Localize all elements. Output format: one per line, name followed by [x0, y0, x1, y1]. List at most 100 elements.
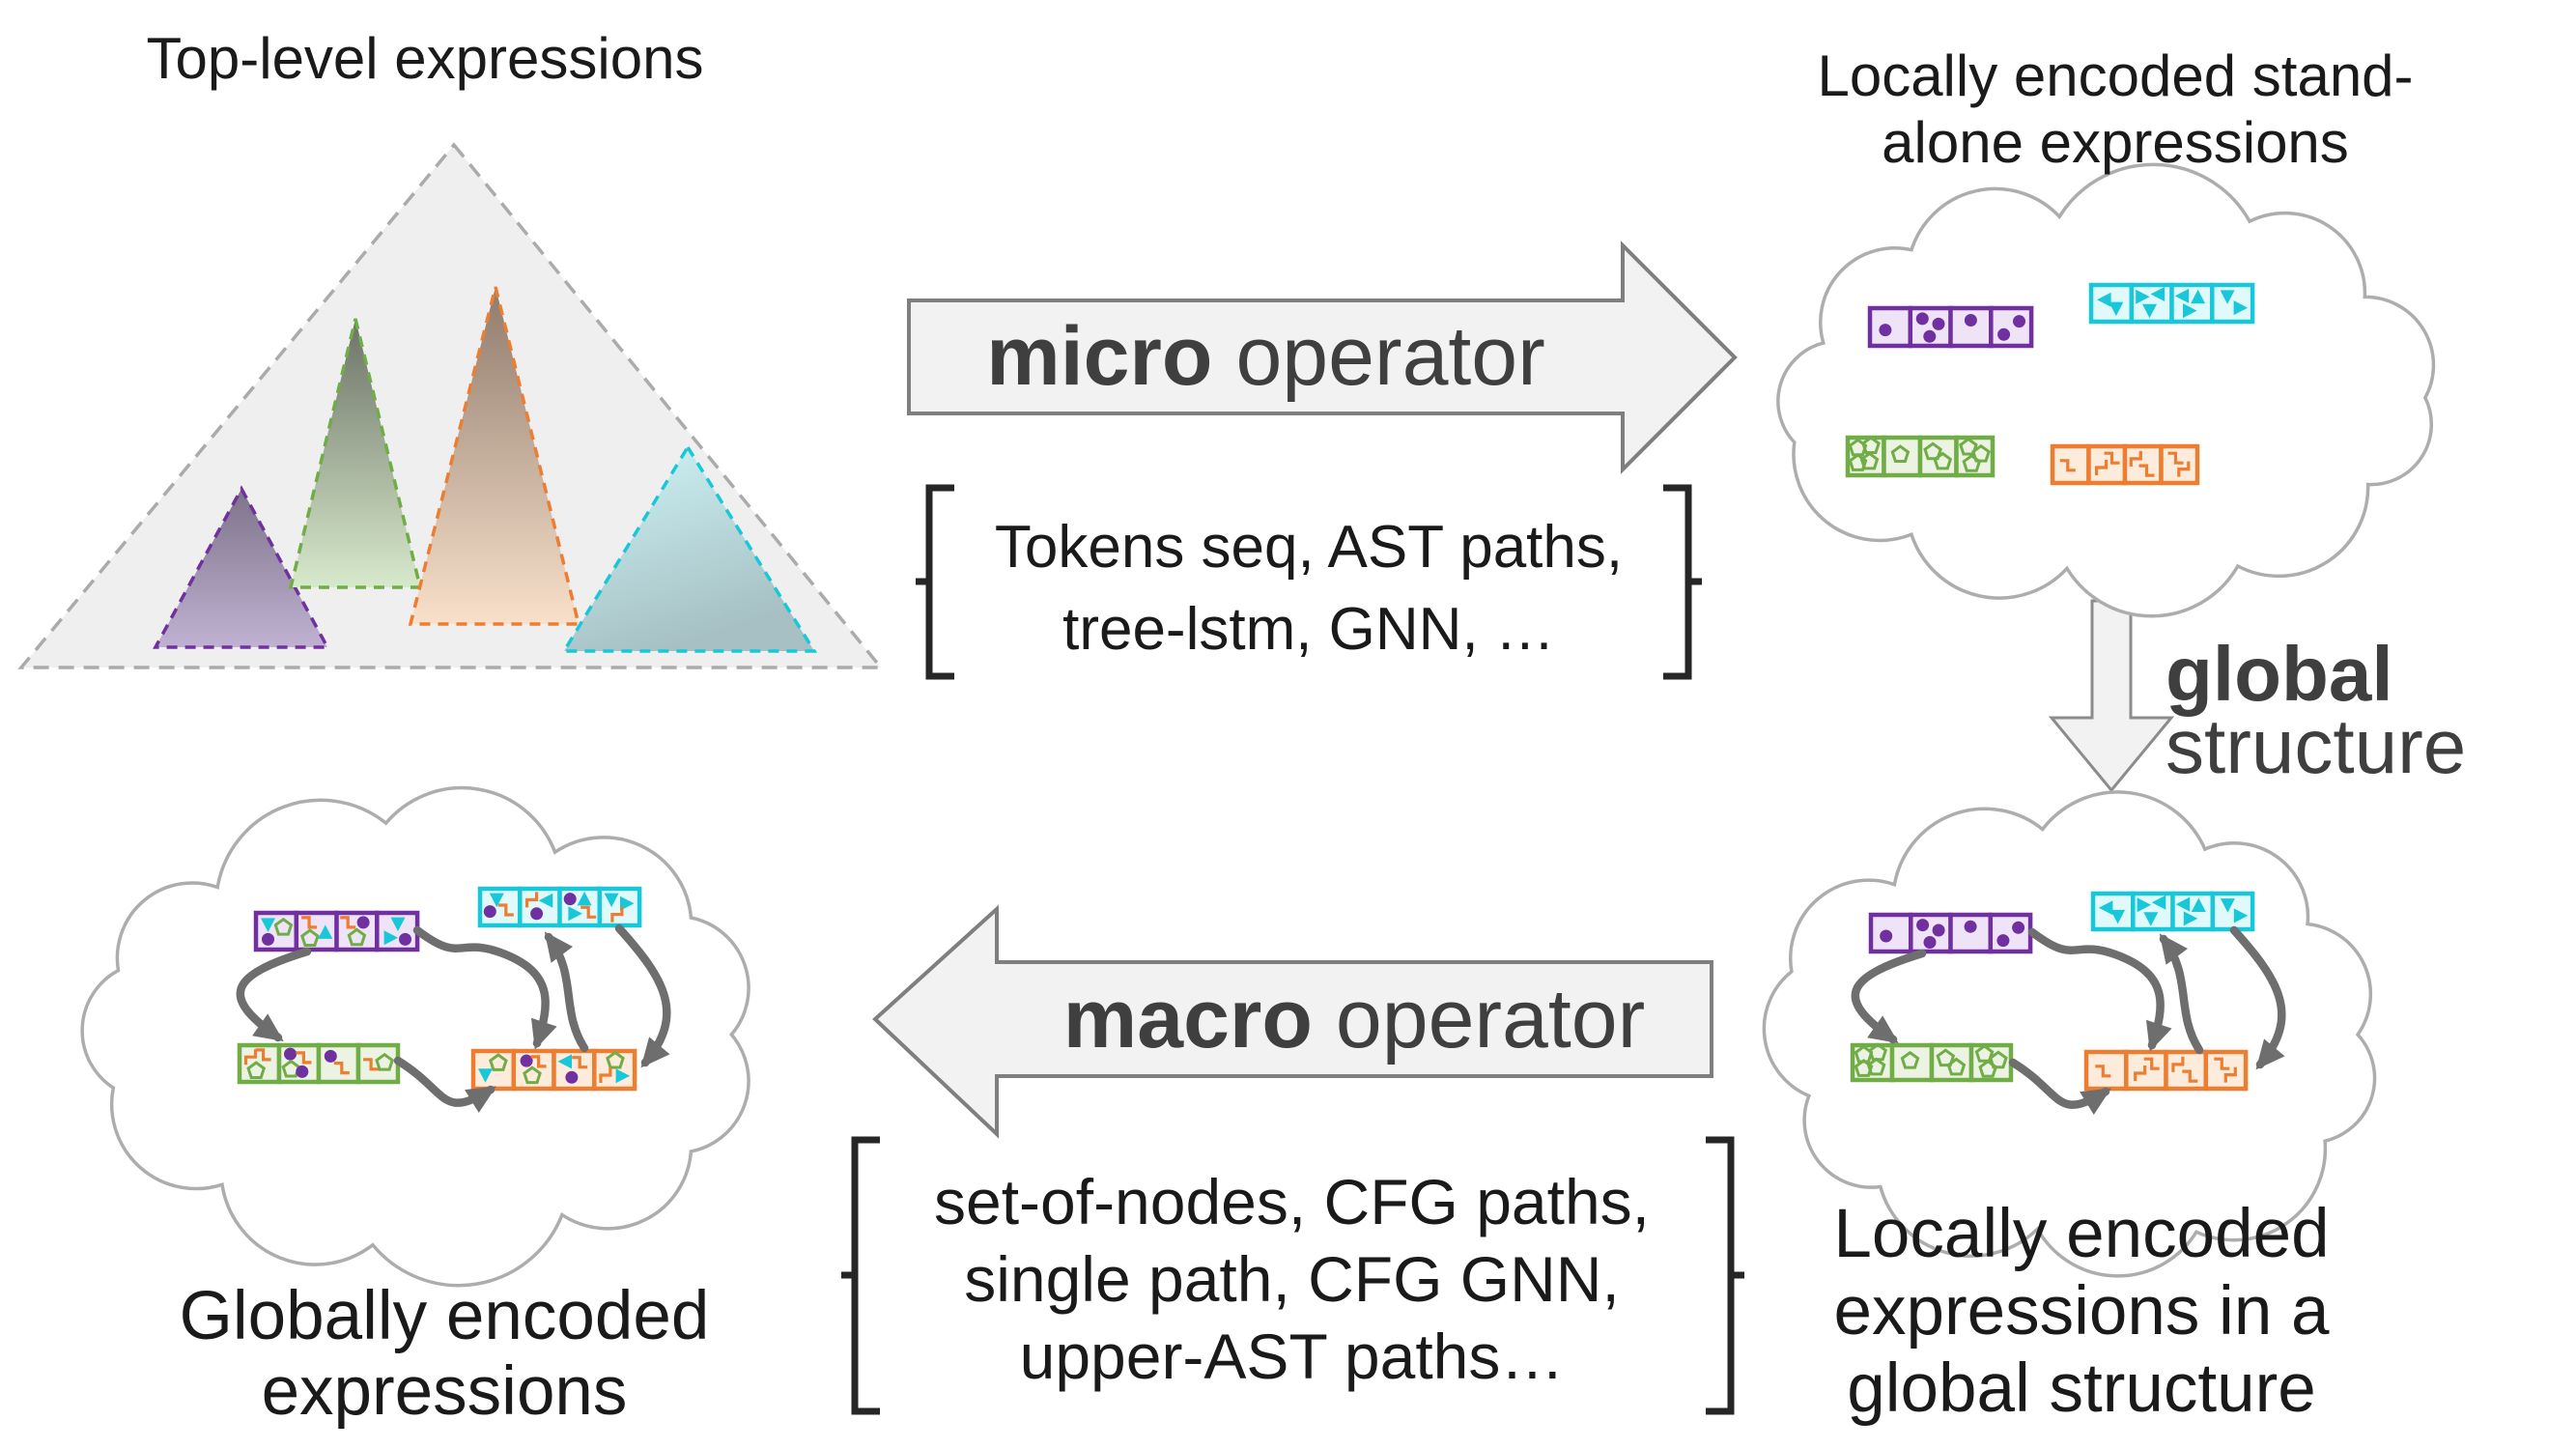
- token-glyph-pent: [1936, 1048, 1956, 1067]
- token-glyph-triR: [2233, 300, 2249, 316]
- token-glyph-pent: [1859, 451, 1880, 470]
- top-right-title: Locally encoded stand- alone expressions: [1724, 43, 2506, 176]
- token-glyph-zig1: [333, 1061, 350, 1075]
- token-glyph-triL: [2174, 288, 2190, 303]
- token-glyph-triR: [620, 895, 635, 911]
- token-sequence-green-global: [237, 1042, 401, 1085]
- token-glyph-dot: [324, 1049, 337, 1063]
- token-glyph-zig2: [2129, 450, 2142, 467]
- token-sequence-purple-local: [1868, 912, 2033, 954]
- globally-encoded-cloud: [80, 785, 750, 1288]
- token-glyph-zig1: [530, 1055, 547, 1068]
- token-glyph-triL: [538, 893, 553, 908]
- token-glyph-pent: [1861, 436, 1881, 455]
- top-level-expressions-figure: [17, 142, 885, 669]
- token-glyph-dot: [296, 1065, 309, 1078]
- token-cell: [1882, 435, 1923, 478]
- token-glyph-pent: [1933, 451, 1953, 470]
- token-glyph-triD: [2142, 303, 2157, 319]
- token-glyph-zig1: [255, 1048, 271, 1062]
- token-glyph-triU: [2191, 897, 2206, 912]
- bottom-right-label-line-1: Locally encoded: [1833, 1196, 2330, 1272]
- token-sequence-green-local: [1850, 1042, 2014, 1083]
- token-glyph-zig2: [599, 1067, 612, 1083]
- global-structure-label-bold: global: [2166, 631, 2393, 717]
- bottom-right-label-line-2: expressions in a: [1833, 1273, 2330, 1350]
- token-glyph-dot: [1923, 936, 1937, 949]
- macro-note-line-3: upper-AST paths…: [1019, 1321, 1565, 1392]
- token-glyph-pent: [1978, 1059, 1998, 1078]
- token-glyph-triL: [2097, 292, 2111, 307]
- token-glyph-zig1: [2104, 451, 2120, 465]
- token-glyph-triU: [2191, 289, 2206, 304]
- token-glyph-pent: [1946, 1057, 1967, 1076]
- token-glyph-triR: [2183, 303, 2197, 319]
- token-glyph-zig1: [296, 1051, 312, 1065]
- token-glyph-dot: [1915, 312, 1929, 326]
- token-cell: [1889, 1042, 1935, 1083]
- token-glyph-dot: [1880, 929, 1893, 943]
- token-glyph-dot: [1923, 329, 1937, 343]
- token-glyph-triD: [604, 893, 619, 908]
- token-glyph-pent: [1923, 441, 1942, 461]
- token-glyph-dot: [1916, 919, 1930, 932]
- micro-operator-label: micro operator: [909, 300, 1623, 413]
- macro-operator-label-bold: macro: [1062, 972, 1313, 1065]
- token-glyph-zig2: [524, 892, 539, 908]
- token-glyph-zig1: [2167, 451, 2184, 465]
- token-glyph-dot: [1996, 934, 2010, 948]
- token-glyph-triD: [489, 893, 504, 908]
- token-cell: [1988, 912, 2033, 954]
- macro-operator-note: set-of-nodes, CFG paths, single path, CF…: [898, 1163, 1685, 1395]
- token-glyph-zig2: [2095, 460, 2109, 475]
- token-glyph-triD: [2220, 898, 2235, 913]
- token-glyph-zig1: [2138, 464, 2155, 477]
- token-glyph-triR: [2233, 908, 2249, 923]
- token-glyph-pent: [1900, 1050, 1920, 1069]
- token-glyph-pent: [489, 1053, 508, 1071]
- token-glyph-zig1: [572, 1056, 588, 1069]
- token-glyph-pent: [1866, 1057, 1886, 1076]
- bottom-left-label-line-2: expressions: [261, 1353, 628, 1430]
- bottom-right-label: Locally encoded expressions in a global …: [1695, 1196, 2468, 1428]
- token-glyph-zig2: [2171, 1056, 2185, 1072]
- global-structure-down-arrow: [2048, 599, 2175, 793]
- token-glyph-triL: [2175, 896, 2191, 912]
- token-cell: [2203, 1049, 2249, 1092]
- token-glyph-pent: [523, 1065, 542, 1085]
- token-glyph-dot: [530, 907, 544, 921]
- token-cell: [2050, 443, 2091, 486]
- flow-arrow: [2159, 933, 2204, 1055]
- token-glyph-triD: [2109, 301, 2124, 317]
- token-glyph-dot: [262, 932, 274, 946]
- token-glyph-zig2: [2134, 1065, 2147, 1081]
- token-glyph-triR: [2136, 289, 2150, 304]
- token-glyph-triD: [2220, 290, 2235, 304]
- token-glyph-pent: [1974, 1044, 1995, 1063]
- token-glyph-triR: [568, 906, 582, 922]
- token-glyph-triL: [2150, 287, 2166, 301]
- macro-note-line-2: single path, CFG GNN,: [964, 1243, 1620, 1315]
- token-glyph-triL: [2098, 900, 2113, 916]
- token-cell: [592, 1048, 637, 1092]
- token-cell: [1989, 305, 2034, 349]
- token-glyph-dot: [356, 916, 370, 929]
- flow-arrow: [236, 947, 312, 1042]
- token-glyph-dot: [520, 1054, 533, 1067]
- token-glyph-zig1: [2214, 1057, 2230, 1070]
- token-sequence-purple-local: [1867, 305, 2034, 349]
- token-glyph-dot: [399, 932, 411, 946]
- token-glyph-triR: [2137, 897, 2152, 913]
- flow-arrow: [1851, 949, 1927, 1044]
- token-sequence-orange-local: [2083, 1049, 2249, 1092]
- top-right-title-line-2: alone expressions: [1882, 110, 2349, 175]
- token-glyph-zig1: [301, 916, 318, 929]
- macro-bracket-left: [841, 1136, 880, 1415]
- token-glyph-triD: [2143, 912, 2159, 926]
- token-glyph-dot: [1997, 327, 2011, 341]
- expression-triangle-green: [288, 318, 423, 589]
- bottom-left-label: Globally encoded expressions: [58, 1279, 831, 1430]
- token-glyph-zig1: [2143, 1057, 2160, 1070]
